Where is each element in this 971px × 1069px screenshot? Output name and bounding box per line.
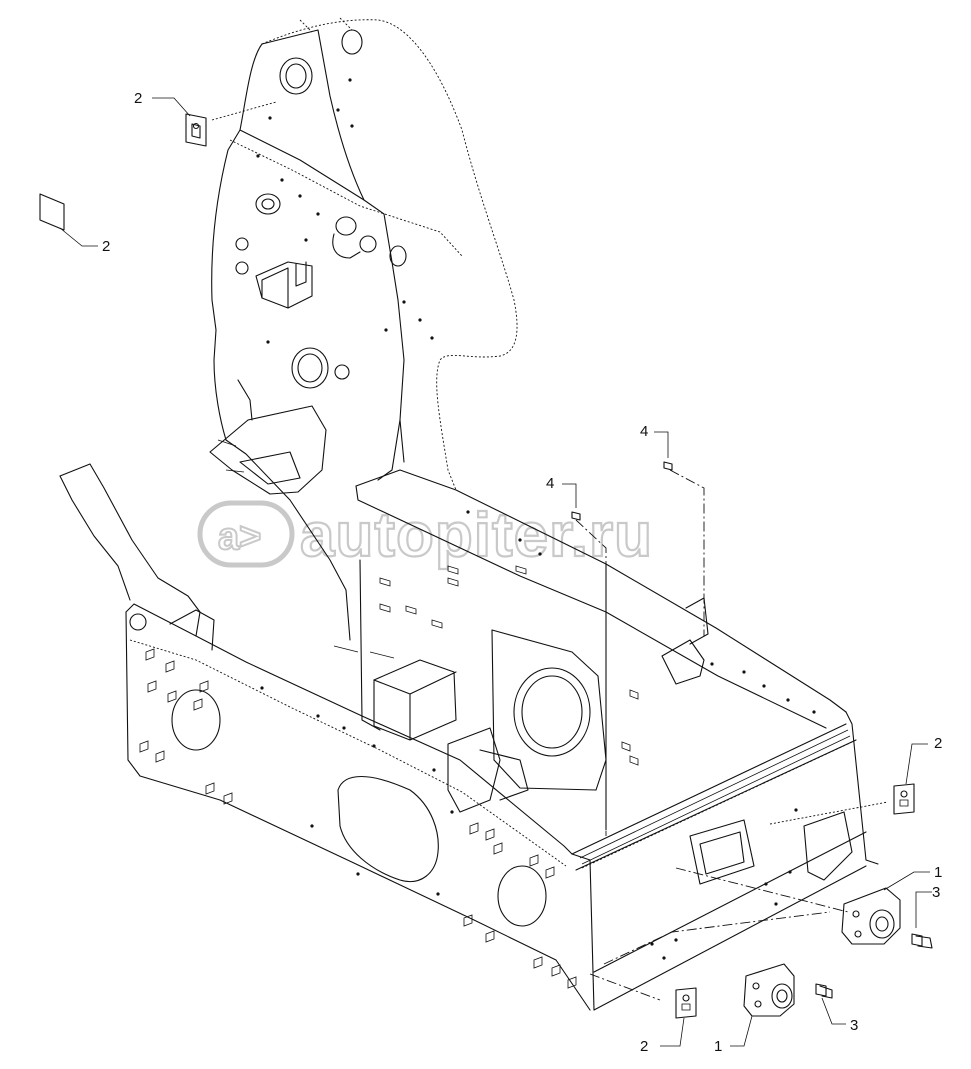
decal-part-2-bottom	[675, 987, 697, 1019]
upright-tower	[209, 17, 518, 641]
rear-rail-dots	[466, 510, 816, 714]
callout-3-bottom: 3	[850, 1017, 858, 1034]
callout-2-bottom: 2	[640, 1038, 648, 1055]
watermark-logo-mark: a>	[218, 516, 261, 558]
callout-labels: 2 2 4 4 2 1 3 2 1 3	[102, 90, 942, 1055]
side-bolt-studs	[139, 648, 577, 989]
watermark-text: autopiter.ru	[300, 501, 653, 570]
watermark-logo-ring	[197, 500, 295, 568]
decal-part-2-left	[39, 193, 65, 231]
callout-2-top: 2	[134, 90, 142, 107]
decal-part-2-right	[893, 783, 915, 815]
tower-fastener-dots	[256, 78, 434, 344]
callout-1-right: 1	[934, 864, 942, 881]
callout-2-right: 2	[934, 735, 942, 752]
callout-4-upper: 4	[640, 423, 648, 440]
phantom-lines	[211, 101, 889, 1001]
watermark: a> autopiter.ru	[197, 500, 653, 571]
callout-4-center: 4	[546, 475, 554, 492]
bolt-part-3-right	[911, 933, 933, 949]
callout-1-bottom: 1	[714, 1038, 722, 1055]
nut-part-4-b	[663, 461, 673, 471]
callout-2-left: 2	[102, 238, 110, 255]
side-panel-dots	[260, 686, 454, 896]
main-frame	[59, 463, 879, 1011]
tow-eye-part-1-bottom	[743, 963, 795, 1017]
decal-part-2-top	[185, 113, 207, 147]
callout-leaders	[59, 97, 932, 1047]
nut-part-4-a	[571, 511, 581, 521]
internal-slots	[333, 565, 639, 766]
rear-plate-dots	[650, 808, 798, 960]
bolt-part-3-bottom	[815, 983, 833, 999]
tow-eye-part-1-right	[841, 887, 901, 945]
callout-3-right: 3	[932, 884, 940, 901]
